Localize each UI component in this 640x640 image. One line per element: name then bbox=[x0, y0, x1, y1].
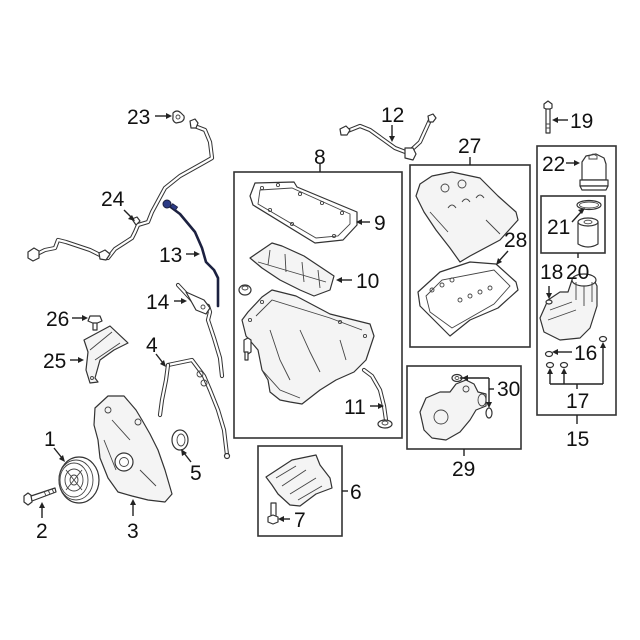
oil-baffle-part[interactable] bbox=[249, 242, 335, 297]
bracket-part[interactable] bbox=[83, 325, 129, 384]
callout-17[interactable]: 17 bbox=[566, 390, 589, 413]
callout-22[interactable]: 22 bbox=[542, 153, 565, 176]
callout-14[interactable]: 14 bbox=[146, 291, 170, 314]
dipstick-part[interactable] bbox=[162, 199, 220, 308]
oil-pan-part[interactable] bbox=[238, 284, 375, 405]
filter-o-ring-part[interactable] bbox=[576, 199, 602, 211]
oil-level-harness-part[interactable] bbox=[339, 113, 437, 161]
callout-27[interactable]: 27 bbox=[458, 135, 481, 158]
oil-filter-housing-part[interactable] bbox=[539, 273, 598, 341]
callout-6[interactable]: 6 bbox=[350, 481, 362, 504]
callout-9[interactable]: 9 bbox=[374, 212, 386, 235]
valve-cover-part[interactable] bbox=[415, 171, 519, 263]
callout-7[interactable]: 7 bbox=[294, 509, 306, 532]
callout-1[interactable]: 1 bbox=[44, 428, 56, 451]
callout-5[interactable]: 5 bbox=[190, 462, 202, 485]
callout-21[interactable]: 21 bbox=[547, 216, 570, 239]
dipstick-tube-part[interactable] bbox=[175, 282, 225, 379]
callout-20[interactable]: 20 bbox=[566, 261, 589, 284]
callout-23[interactable]: 23 bbox=[127, 106, 150, 129]
callout-26[interactable]: 26 bbox=[46, 308, 69, 331]
oil-filter-part[interactable] bbox=[577, 217, 599, 248]
pulley-bolt-part[interactable] bbox=[23, 487, 57, 506]
oil-pan-bolt-part[interactable] bbox=[267, 502, 279, 525]
leader-lines bbox=[39, 113, 606, 522]
callout-29[interactable]: 29 bbox=[452, 458, 475, 481]
oil-filter-group-box bbox=[540, 195, 606, 254]
callout-25[interactable]: 25 bbox=[43, 350, 66, 373]
water-outlet-part[interactable] bbox=[419, 379, 487, 441]
callout-10[interactable]: 10 bbox=[356, 270, 379, 293]
valve-cover-gasket-part[interactable] bbox=[417, 261, 519, 337]
callout-11[interactable]: 11 bbox=[344, 396, 366, 419]
bracket-bolt-part[interactable] bbox=[87, 315, 103, 331]
callout-13[interactable]: 13 bbox=[159, 244, 182, 267]
filter-cap-part[interactable] bbox=[579, 153, 609, 191]
housing-bolt-part[interactable] bbox=[543, 100, 553, 134]
front-crank-seal-part[interactable] bbox=[171, 429, 189, 451]
callout-3[interactable]: 3 bbox=[127, 520, 139, 543]
callout-16[interactable]: 16 bbox=[574, 342, 597, 365]
callout-labels: 23 24 13 14 4 26 25 1 2 3 5 8 9 10 11 12… bbox=[36, 104, 597, 543]
callout-8[interactable]: 8 bbox=[314, 146, 326, 169]
timing-cover-gasket-part[interactable] bbox=[157, 357, 231, 460]
callout-15[interactable]: 15 bbox=[566, 428, 589, 451]
callout-18[interactable]: 18 bbox=[540, 261, 563, 284]
callout-24[interactable]: 24 bbox=[101, 188, 125, 211]
oil-pickup-tube-part[interactable] bbox=[361, 367, 393, 429]
callout-19[interactable]: 19 bbox=[570, 110, 593, 133]
callout-4[interactable]: 4 bbox=[146, 334, 158, 357]
timing-cover-part[interactable] bbox=[93, 395, 173, 503]
callout-28[interactable]: 28 bbox=[504, 229, 527, 252]
oil-pan-group-box bbox=[233, 171, 403, 439]
crankshaft-pulley-part[interactable] bbox=[58, 456, 100, 504]
seals-part[interactable] bbox=[544, 299, 608, 369]
oil-pan-gasket-part[interactable] bbox=[249, 181, 358, 244]
oil-pressure-sensor-part[interactable] bbox=[172, 110, 185, 124]
lower-oil-pan-part[interactable] bbox=[265, 454, 333, 507]
callout-12[interactable]: 12 bbox=[381, 104, 404, 127]
sensor-harness-part[interactable] bbox=[27, 118, 215, 262]
callout-30[interactable]: 30 bbox=[497, 378, 520, 401]
callout-2[interactable]: 2 bbox=[36, 520, 48, 543]
